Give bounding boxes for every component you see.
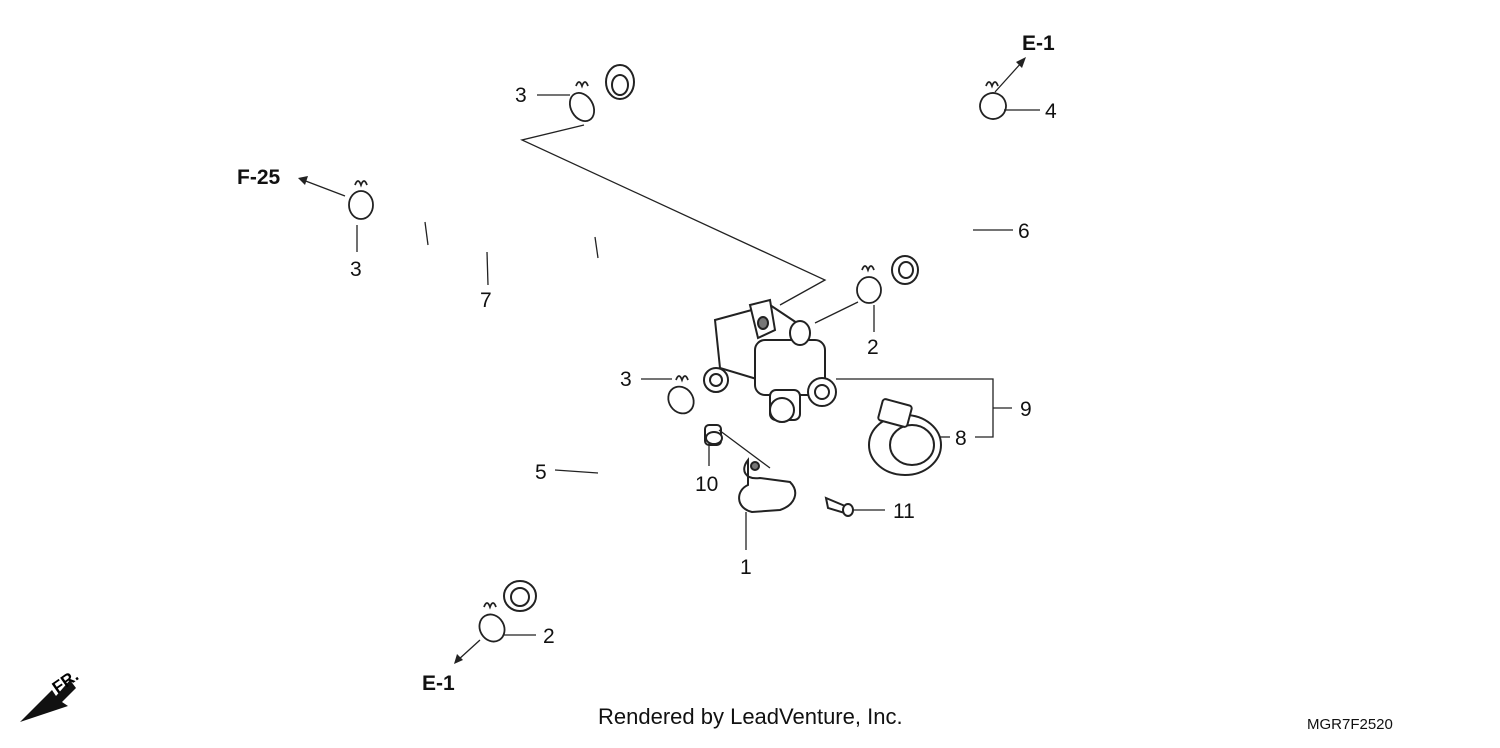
hose-clip-3b[interactable] bbox=[348, 180, 374, 220]
callout-6: 6 bbox=[1018, 220, 1030, 243]
callout-11: 11 bbox=[893, 500, 915, 523]
callout-3b: 3 bbox=[350, 258, 362, 281]
callout-2b: 2 bbox=[543, 625, 555, 648]
callout-3c: 3 bbox=[620, 368, 632, 391]
diagram-code: MGR7F2520 bbox=[1307, 716, 1393, 733]
arrow-e1-top bbox=[994, 57, 1026, 93]
clamp-band-8[interactable] bbox=[868, 398, 942, 476]
callout-7: 7 bbox=[480, 289, 492, 312]
hose-clip-2a[interactable] bbox=[856, 265, 882, 304]
callout-4: 4 bbox=[1045, 100, 1057, 123]
callout-3a: 3 bbox=[515, 84, 527, 107]
ref-f25[interactable]: F-25 bbox=[237, 166, 281, 189]
ref-e1-bottom[interactable]: E-1 bbox=[422, 672, 455, 695]
credit-text: Rendered by LeadVenture, Inc. bbox=[598, 704, 903, 729]
callout-8: 8 bbox=[955, 427, 967, 450]
callout-9: 9 bbox=[1020, 398, 1032, 421]
front-direction-arrow-icon bbox=[20, 680, 76, 722]
collar-10[interactable] bbox=[704, 424, 723, 446]
hose-clip-3c[interactable] bbox=[663, 375, 699, 418]
callout-2a: 2 bbox=[867, 336, 879, 359]
hose-clip-3a[interactable] bbox=[565, 81, 599, 125]
leader-lines bbox=[356, 94, 1040, 636]
hose-5[interactable] bbox=[503, 414, 662, 612]
hose-clip-2b[interactable] bbox=[475, 602, 510, 646]
hose-6[interactable] bbox=[891, 118, 980, 285]
arrow-f25 bbox=[298, 176, 346, 197]
hose-clip-4[interactable] bbox=[976, 81, 1011, 123]
arrow-e1-bottom bbox=[454, 639, 481, 664]
callout-5: 5 bbox=[535, 461, 547, 484]
callout-1: 1 bbox=[740, 556, 752, 579]
bracket-1[interactable] bbox=[738, 457, 797, 514]
hose-7[interactable] bbox=[378, 48, 702, 275]
ref-e1-top[interactable]: E-1 bbox=[1022, 32, 1055, 55]
callout-10: 10 bbox=[695, 473, 718, 496]
air-injection-valve[interactable] bbox=[703, 298, 837, 423]
bolt-11[interactable] bbox=[824, 496, 854, 517]
